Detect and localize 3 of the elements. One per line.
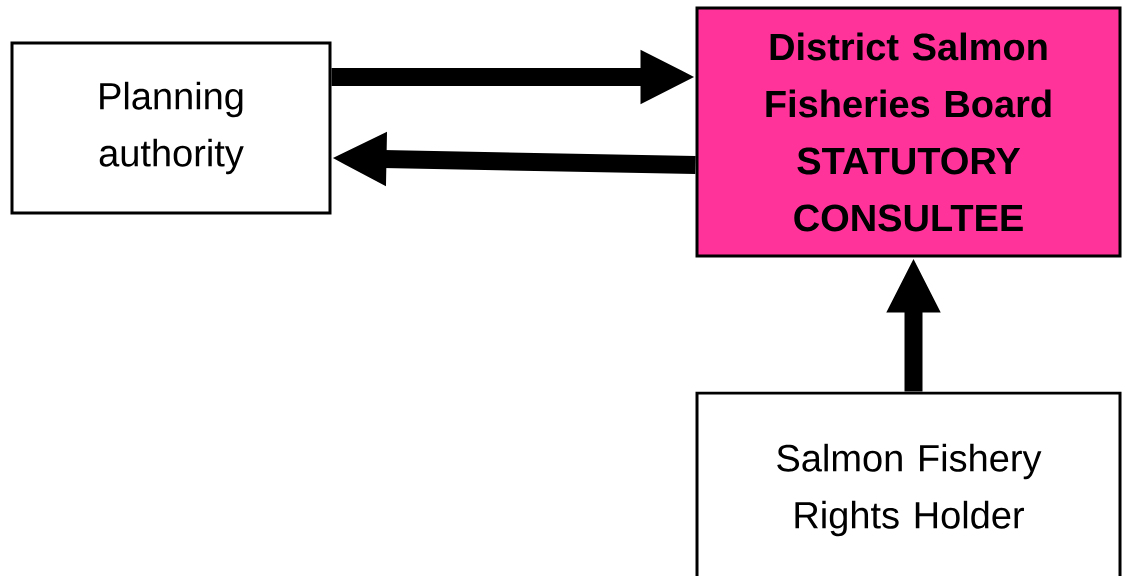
process-box: Planning authority [10, 41, 332, 215]
process-box: Salmon Fishery Rights Holder [695, 391, 1122, 576]
consultee-box: District Salmon Fisheries Board STATUTORY CONSULTEE [695, 6, 1122, 258]
